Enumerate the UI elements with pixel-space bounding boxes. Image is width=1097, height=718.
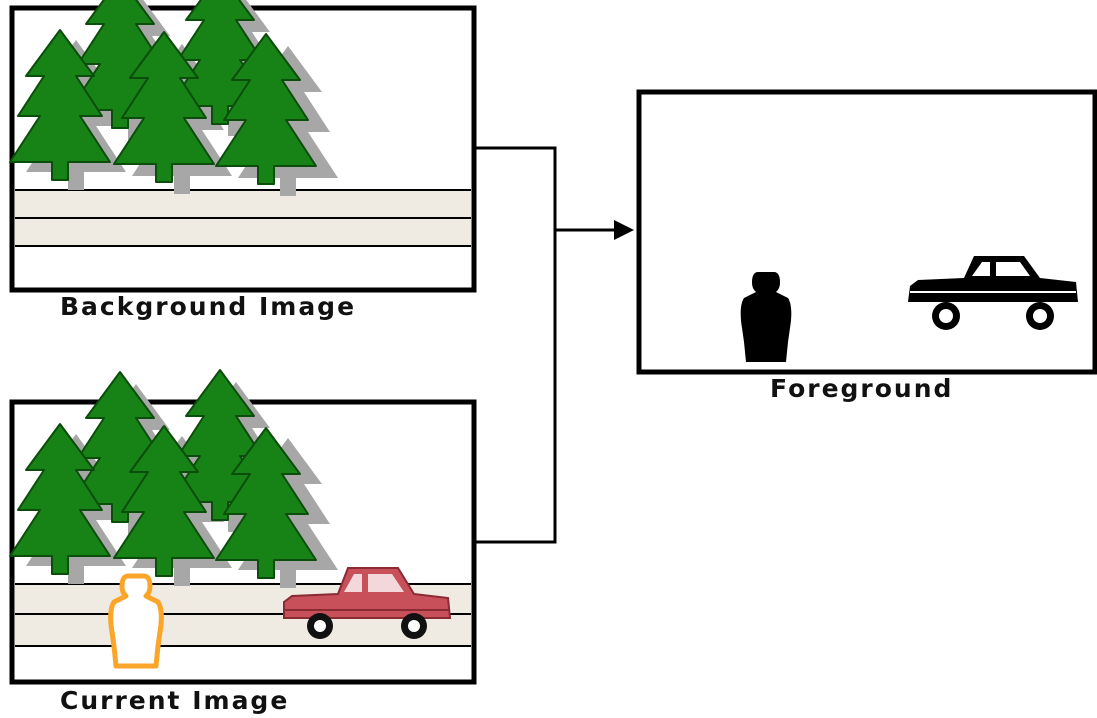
car-icon [283,567,452,639]
foreground-caption: Foreground [770,374,954,403]
arrow-icon [614,220,634,240]
background-image-panel [9,0,477,293]
connector-lines [474,146,618,544]
current-image-caption: Current Image [60,686,290,715]
car-icon [908,256,1078,330]
background-image-caption: Background Image [60,292,357,321]
foreground-frame [636,89,1097,375]
current-image-panel [9,369,477,685]
road [15,189,471,247]
foreground-panel [636,89,1097,375]
